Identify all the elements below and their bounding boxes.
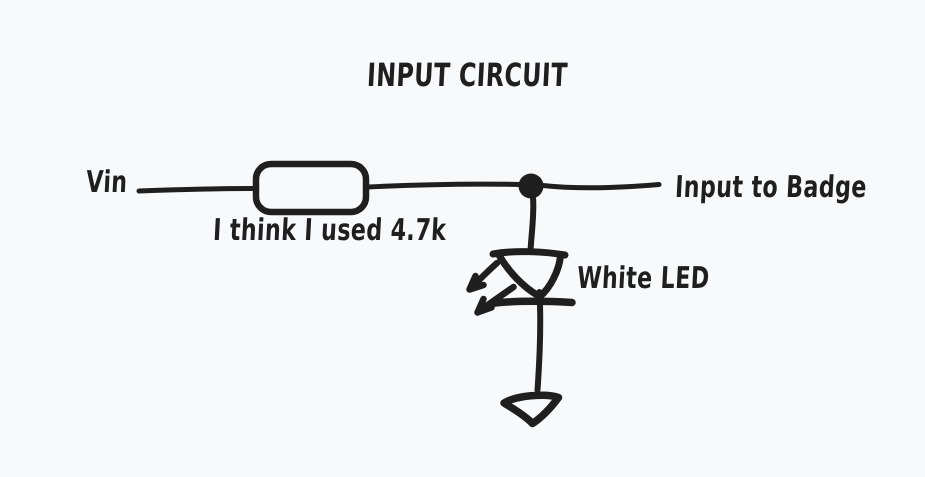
wire-led-to-ground (534, 289, 544, 393)
led-triangle-left (495, 251, 542, 299)
ground-symbol (500, 391, 563, 428)
led-emission-arrows (466, 259, 517, 316)
emission-arrow-icon (474, 283, 517, 316)
vin-label: Vin (85, 165, 129, 200)
led-triangle-top (489, 248, 569, 259)
resistor-value-note: I think I used 4.7k (212, 213, 448, 248)
wire-junction-to-led (527, 194, 537, 255)
led-cathode-bar (487, 297, 576, 308)
junction-dot (518, 173, 544, 199)
emission-arrow-icon (466, 259, 501, 293)
wire-vin-to-resistor (136, 186, 255, 194)
wire-junction-to-output (540, 182, 662, 191)
led-label: White LED (576, 261, 711, 296)
diagram-title: INPUT CIRCUIT (366, 56, 569, 94)
led-triangle-right (536, 252, 564, 300)
resistor-symbol (252, 160, 370, 216)
wire-resistor-to-junction (365, 181, 524, 190)
output-label: Input to Badge (674, 170, 868, 205)
